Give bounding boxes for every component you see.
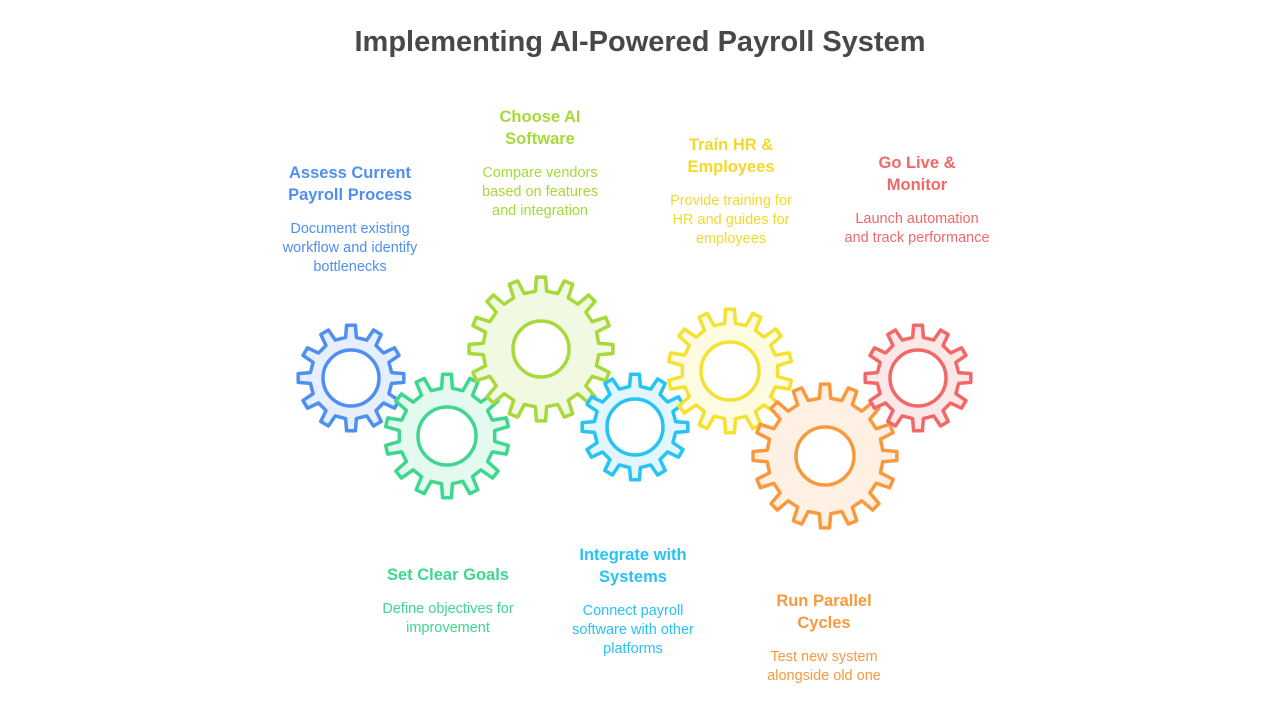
page-title: Implementing AI-Powered Payroll System bbox=[354, 26, 926, 58]
step-title: Choose AI Software bbox=[499, 108, 581, 148]
gear-icon-assess bbox=[296, 323, 406, 433]
step-parallel: Run Parallel Cycles Test new system alon… bbox=[734, 590, 914, 686]
step-train: Train HR & Employees Provide training fo… bbox=[641, 134, 821, 249]
step-title: Go Live & Monitor bbox=[878, 154, 956, 194]
gear-icon-golive bbox=[863, 323, 973, 433]
step-title: Integrate with Systems bbox=[579, 546, 687, 586]
gear-hole bbox=[699, 340, 761, 402]
step-integrate: Integrate with Systems Connect payroll s… bbox=[543, 544, 723, 659]
step-description: Connect payroll software with other plat… bbox=[572, 603, 694, 657]
step-description: Document existing workflow and identify … bbox=[282, 221, 418, 275]
step-choose: Choose AI Software Compare vendors based… bbox=[450, 106, 630, 221]
step-description: Provide training for HR and guides for e… bbox=[670, 193, 792, 247]
step-title: Train HR & Employees bbox=[687, 136, 775, 176]
step-assess: Assess Current Payroll Process Document … bbox=[260, 162, 440, 277]
step-title: Run Parallel Cycles bbox=[776, 592, 872, 632]
step-description: Compare vendors based on features and in… bbox=[481, 165, 599, 219]
gear-icon-goals bbox=[383, 372, 511, 500]
gear-icon-integrate bbox=[580, 372, 690, 482]
step-golive: Go Live & Monitor Launch automation and … bbox=[827, 152, 1007, 248]
step-title: Set Clear Goals bbox=[387, 566, 509, 584]
gear-icon-parallel bbox=[751, 382, 899, 530]
gear-hole bbox=[794, 425, 856, 487]
step-description: Define objectives for improvement bbox=[382, 601, 514, 636]
step-description: Test new system alongside old one bbox=[767, 649, 881, 684]
gear-hole bbox=[511, 319, 571, 379]
step-title: Assess Current Payroll Process bbox=[288, 164, 412, 204]
gear-hole bbox=[321, 348, 381, 408]
gear-hole bbox=[888, 348, 948, 408]
step-description: Launch automation and track performance bbox=[844, 211, 990, 246]
step-goals: Set Clear Goals Define objectives for im… bbox=[358, 564, 538, 638]
gear-hole bbox=[416, 405, 478, 467]
gear-hole bbox=[605, 397, 665, 457]
gear-icon-train bbox=[666, 307, 794, 435]
gear-icon-choose bbox=[467, 275, 615, 423]
